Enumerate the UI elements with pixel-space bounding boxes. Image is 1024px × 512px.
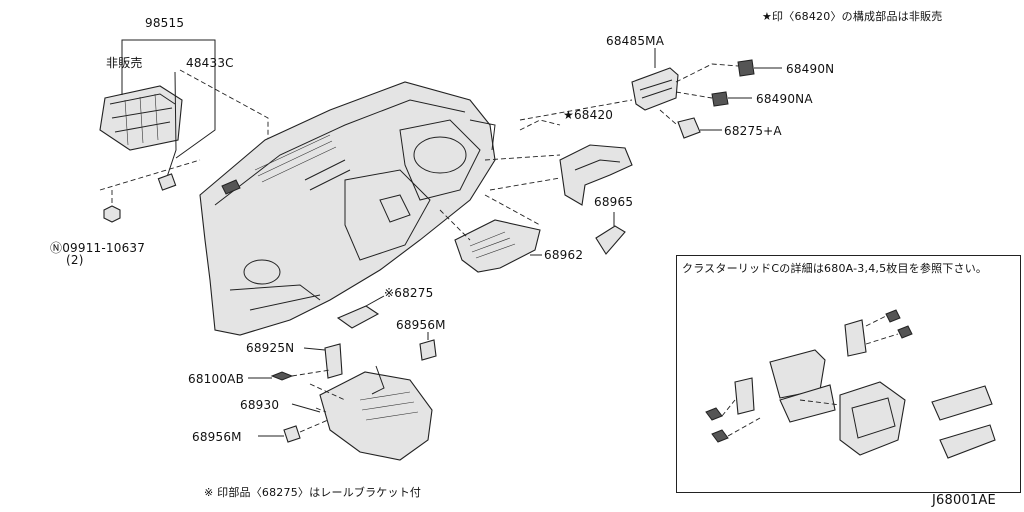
panel-68965 — [595, 225, 626, 255]
label-09911: Ⓝ09911-10637 — [50, 241, 146, 255]
inset-frame — [676, 255, 1021, 493]
inset-title: クラスターリッドCの詳細は680A-3,4,5枚目を参照下さい。 — [682, 262, 988, 275]
label-68956m-top: 68956M — [396, 318, 446, 332]
label-68490n: 68490N — [786, 62, 835, 76]
label-68275a: 68275+A — [724, 124, 782, 138]
switch-68490n — [737, 59, 755, 77]
label-09911-qty: (2) — [66, 253, 84, 267]
lower-panel — [319, 365, 433, 461]
label-68925n: 68925N — [246, 341, 295, 355]
label-68965: 68965 — [594, 195, 634, 209]
instrument-panel — [199, 81, 496, 336]
label-68962: 68962 — [544, 248, 584, 262]
label-98515: 98515 — [145, 16, 185, 30]
label-not-for-sale: 非販売 — [106, 56, 143, 70]
label-68956m-bottom: 68956M — [192, 430, 242, 444]
label-68100ab: 68100AB — [188, 372, 245, 386]
inset-detail — [705, 309, 996, 459]
header-note: ★印〈68420〉の構成部品は非販売 — [762, 10, 943, 23]
airbag-module — [99, 85, 183, 151]
switch-68490na — [711, 91, 729, 107]
label-68930: 68930 — [240, 398, 280, 412]
bracket-68925n — [324, 343, 343, 379]
label-48433c: 48433C — [186, 56, 234, 70]
diagram-code: J68001AE — [932, 493, 996, 508]
label-68485ma: 68485MA — [606, 34, 665, 48]
nut-icon — [103, 205, 121, 223]
airbag-bracket — [157, 71, 177, 191]
bulb-socket-bottom — [283, 425, 301, 443]
bulb-socket-top — [419, 339, 437, 361]
footer-note: ※ 印部品〈68275〉はレールブラケット付 — [204, 486, 422, 499]
vent-68275 — [336, 305, 380, 329]
cluster-lid — [559, 144, 633, 206]
switch-68275a — [677, 117, 701, 139]
label-68275: ※68275 — [384, 286, 434, 300]
switch-bracket — [631, 67, 679, 111]
label-68420: ★68420 — [563, 108, 614, 122]
glove-box — [454, 219, 541, 273]
label-68490na: 68490NA — [756, 92, 813, 106]
screw-icon — [270, 371, 294, 381]
